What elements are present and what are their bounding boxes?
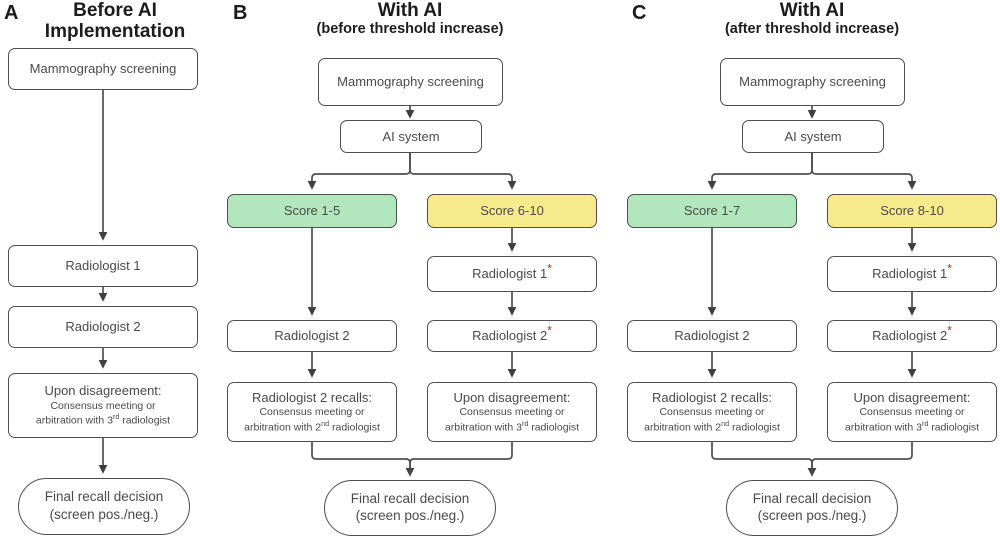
node-b-score-1-5[interactable]: Score 1-5 xyxy=(227,194,397,228)
node-label: Mammography screening xyxy=(29,61,177,77)
node-b-ai-system[interactable]: AI system xyxy=(340,120,482,153)
node-label: Radiologist 2 xyxy=(274,328,350,344)
node-label-line2: Consensus meeting or xyxy=(859,406,965,419)
node-label-line1: Upon disagreement: xyxy=(853,389,971,405)
node-c-final-recall-decision[interactable]: Final recall decision (screen pos./neg.) xyxy=(726,480,898,536)
node-label-line1: Final recall decision xyxy=(752,490,872,506)
asterisk-marker: * xyxy=(947,261,952,276)
node-b-final-recall-decision[interactable]: Final recall decision (screen pos./neg.) xyxy=(324,480,496,536)
node-label: Radiologist 2* xyxy=(872,323,952,344)
node-label-line1: Upon disagreement: xyxy=(453,389,571,405)
node-c-ai-system[interactable]: AI system xyxy=(742,120,884,153)
node-label: Score 1-5 xyxy=(283,203,341,219)
node-a-radiologist-2[interactable]: Radiologist 2 xyxy=(8,306,198,348)
node-c-score-1-7[interactable]: Score 1-7 xyxy=(627,194,797,228)
node-b-radiologist-1[interactable]: Radiologist 1* xyxy=(427,256,597,292)
node-b-radiologist-2-recalls[interactable]: Radiologist 2 recalls: Consensus meeting… xyxy=(227,382,397,442)
node-label: Mammography screening xyxy=(739,74,886,90)
node-label-line2: Consensus meeting or xyxy=(50,399,156,412)
node-label-line2: (screen pos./neg.) xyxy=(355,508,465,523)
node-label: Score 8-10 xyxy=(880,203,944,219)
node-c-radiologist-2-recalls[interactable]: Radiologist 2 recalls: Consensus meeting… xyxy=(627,382,797,442)
node-b-mammography-screening[interactable]: Mammography screening xyxy=(318,58,503,106)
node-label: AI system xyxy=(784,128,842,144)
panel-letter-b: B xyxy=(233,2,248,24)
panel-b-title-main: With AI xyxy=(377,0,443,21)
node-label: Radiologist 2 xyxy=(65,319,141,335)
node-c-score-8-10[interactable]: Score 8-10 xyxy=(827,194,997,228)
panel-b-title: With AI (before threshold increase) xyxy=(300,0,520,38)
panel-c-title: With AI (after threshold increase) xyxy=(702,0,922,38)
node-label: Radiologist 1* xyxy=(872,261,952,282)
node-c-radiologist-2-right[interactable]: Radiologist 2* xyxy=(827,320,997,352)
asterisk-marker: * xyxy=(547,323,552,338)
panel-a-title: Before AI Implementation xyxy=(20,0,210,43)
node-b-radiologist-2-left[interactable]: Radiologist 2 xyxy=(227,320,397,352)
asterisk-marker: * xyxy=(947,323,952,338)
node-label-line2: (screen pos./neg.) xyxy=(49,506,159,522)
node-label: Score 6-10 xyxy=(480,203,544,219)
panel-letter-a: A xyxy=(4,2,19,24)
node-label: Radiologist 1* xyxy=(472,261,552,282)
asterisk-marker: * xyxy=(547,261,552,276)
node-label-line2: Consensus meeting or xyxy=(459,406,565,419)
node-label-line3: arbitration with 3rd radiologist xyxy=(444,419,580,434)
node-b-upon-disagreement[interactable]: Upon disagreement: Consensus meeting or … xyxy=(427,382,597,442)
node-c-upon-disagreement[interactable]: Upon disagreement: Consensus meeting or … xyxy=(827,382,997,442)
node-label-line1: Upon disagreement: xyxy=(44,383,162,399)
node-label: Mammography screening xyxy=(337,74,484,90)
panel-b-title-sub: (before threshold increase) xyxy=(316,21,504,38)
node-label: Radiologist 2* xyxy=(472,323,552,344)
node-label: AI system xyxy=(382,128,440,144)
panel-letter-c: C xyxy=(632,2,647,24)
node-label-line3: arbitration with 3rd radiologist xyxy=(844,419,980,434)
node-label-line1: Radiologist 2 recalls: xyxy=(652,389,772,405)
node-a-mammography-screening[interactable]: Mammography screening xyxy=(8,48,198,90)
node-label-line1: Final recall decision xyxy=(44,489,164,505)
panel-a-title-sub: Implementation xyxy=(44,21,186,43)
node-label-line1: Final recall decision xyxy=(350,490,470,506)
node-label-line2: (screen pos./neg.) xyxy=(757,508,867,523)
panel-c-title-sub: (after threshold increase) xyxy=(724,21,900,38)
node-label-line3: arbitration with 3rd radiologist xyxy=(35,413,171,427)
node-c-radiologist-2-left[interactable]: Radiologist 2 xyxy=(627,320,797,352)
node-label-line1: Radiologist 2 recalls: xyxy=(252,389,372,405)
node-b-score-6-10[interactable]: Score 6-10 xyxy=(427,194,597,228)
panel-c-title-main: With AI xyxy=(779,0,845,21)
node-a-final-recall-decision[interactable]: Final recall decision (screen pos./neg.) xyxy=(18,478,190,535)
node-c-radiologist-1[interactable]: Radiologist 1* xyxy=(827,256,997,292)
panel-a-title-main: Before AI xyxy=(73,0,157,21)
node-a-upon-disagreement[interactable]: Upon disagreement: Consensus meeting or … xyxy=(8,373,198,438)
node-b-radiologist-2-right[interactable]: Radiologist 2* xyxy=(427,320,597,352)
node-label: Radiologist 2 xyxy=(674,328,750,344)
node-a-radiologist-1[interactable]: Radiologist 1 xyxy=(8,245,198,287)
node-label-line2: Consensus meeting or xyxy=(659,406,765,419)
node-c-mammography-screening[interactable]: Mammography screening xyxy=(720,58,905,106)
node-label-line3: arbitration with 2nd radiologist xyxy=(244,419,380,434)
node-label-line2: Consensus meeting or xyxy=(259,406,365,419)
node-label: Score 1-7 xyxy=(683,203,741,219)
node-label-line3: arbitration with 2nd radiologist xyxy=(644,419,780,434)
node-label: Radiologist 1 xyxy=(65,258,141,274)
